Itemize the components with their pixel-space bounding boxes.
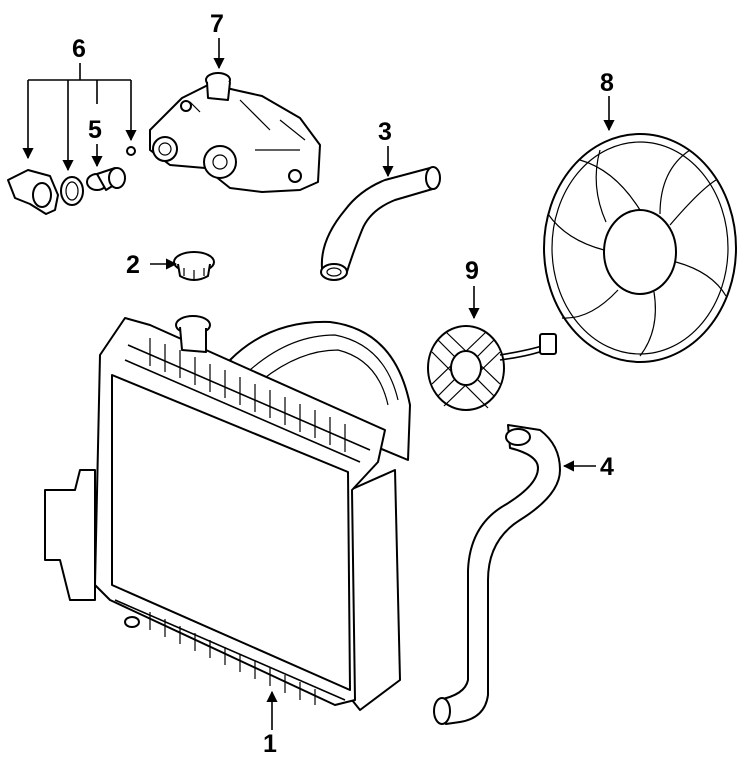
fan-part xyxy=(543,133,737,363)
callout-7: 7 xyxy=(210,10,224,38)
callout-9: 9 xyxy=(465,257,479,285)
callout-1: 1 xyxy=(263,730,277,758)
fan-clutch-part xyxy=(427,325,557,411)
radiator-part xyxy=(44,315,411,711)
radiator-cap-part xyxy=(173,251,215,281)
upper-hose-part xyxy=(320,166,441,281)
callout-6-bracket xyxy=(22,63,137,172)
thermostat-part xyxy=(86,167,126,191)
callout-2: 2 xyxy=(126,251,140,279)
water-pump-part xyxy=(149,72,321,193)
callout-5: 5 xyxy=(88,116,102,144)
callout-8: 8 xyxy=(600,69,614,97)
callout-3: 3 xyxy=(378,118,392,146)
lower-hose-part xyxy=(433,424,561,725)
callout-4: 4 xyxy=(600,453,614,481)
callout-6: 6 xyxy=(72,35,86,63)
water-outlet-and-gasket-part xyxy=(7,146,136,215)
